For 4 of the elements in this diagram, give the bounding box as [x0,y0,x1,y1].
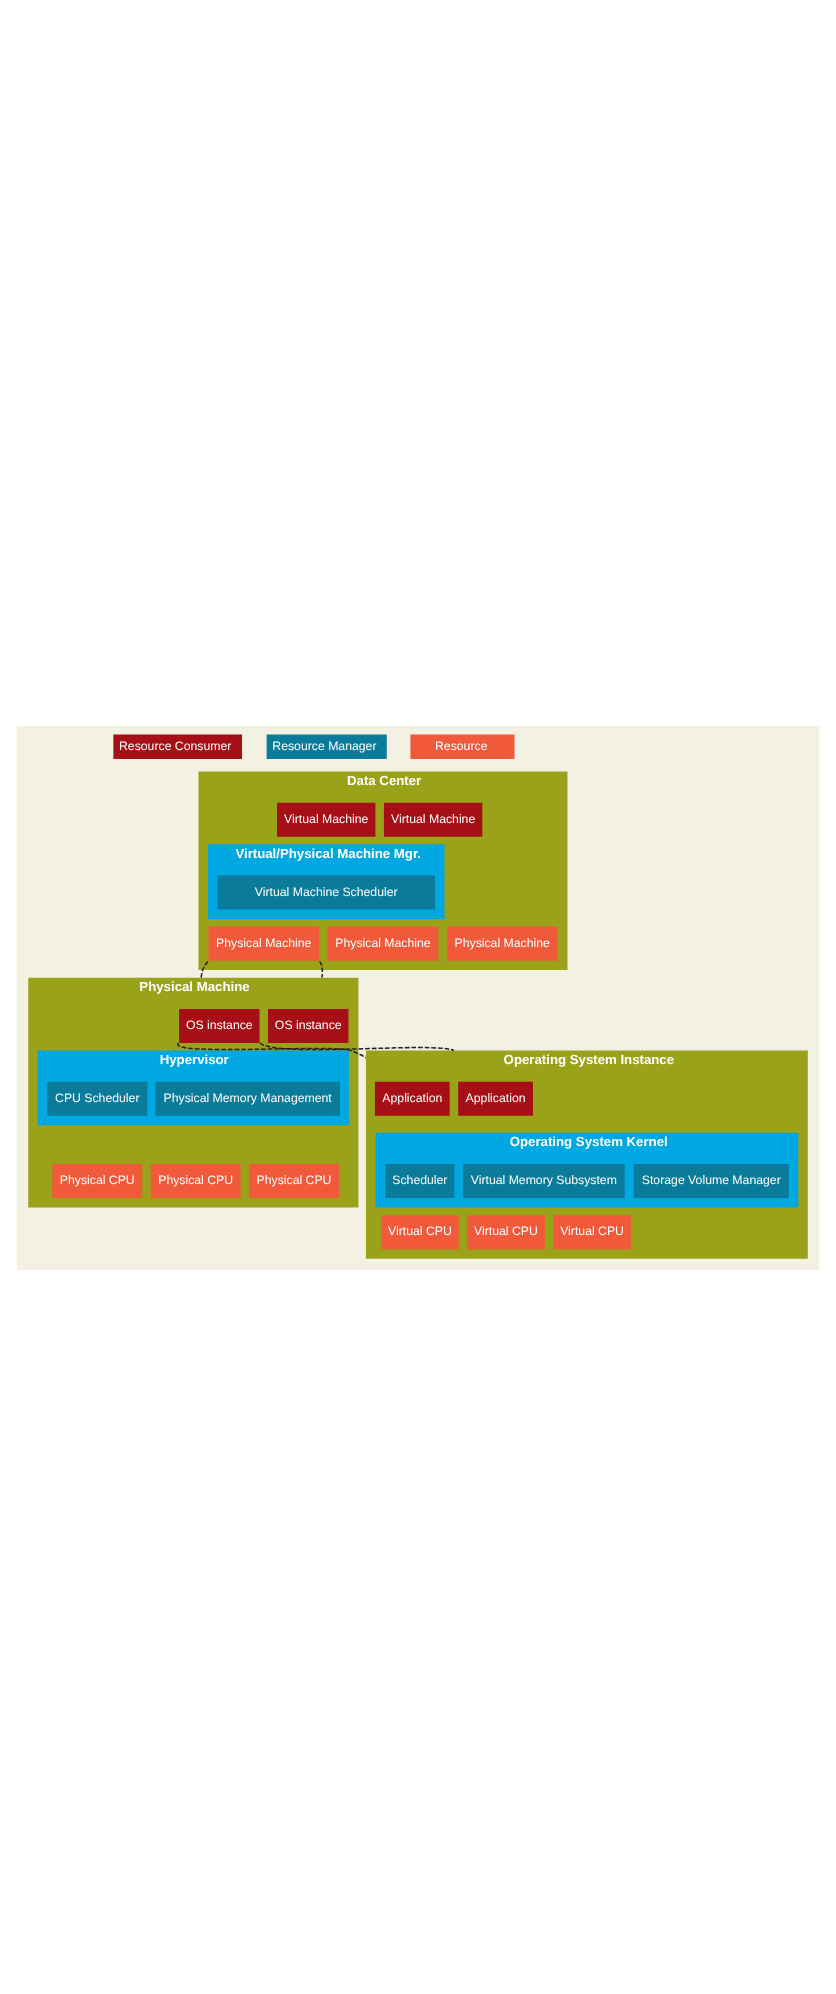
connector [318,959,324,978]
connector [200,959,209,978]
connector [177,1041,367,1058]
connector [259,1041,455,1051]
